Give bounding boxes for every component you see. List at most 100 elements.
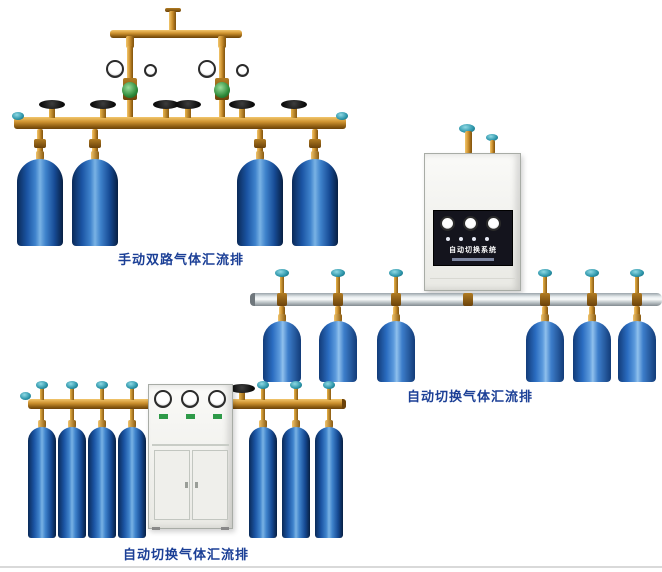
- gas-cylinder: [263, 321, 301, 382]
- cylinder-neck: [36, 151, 44, 160]
- cabinet-gauge: [181, 390, 199, 408]
- valve-stem: [100, 388, 104, 400]
- valve-stem: [590, 276, 594, 293]
- pigtail-connector: [589, 306, 595, 317]
- gas-cylinder: [377, 321, 415, 382]
- cylinder-neck: [633, 314, 641, 322]
- cylinder-neck: [259, 420, 267, 428]
- pipe-coupling: [632, 293, 642, 306]
- valve-stem: [239, 391, 245, 400]
- valve-stem: [394, 276, 398, 293]
- bottom-divider: [0, 566, 662, 568]
- pressure-gauge: [106, 60, 124, 78]
- indicator-light: [472, 237, 476, 241]
- header-elbow-left: [126, 36, 134, 48]
- valve-stem: [280, 276, 284, 293]
- gas-cylinder: [58, 427, 86, 538]
- pipe-end-valve-knob: [336, 112, 348, 120]
- figure-caption: 自动切换气体汇流排: [122, 548, 249, 563]
- door-handle: [185, 482, 188, 488]
- valve-stem: [635, 276, 639, 293]
- cylinder-valve-knob: [538, 269, 552, 277]
- gas-cylinder: [282, 427, 310, 538]
- pipe-end-valve-knob: [20, 392, 31, 400]
- pigtail-connector: [327, 409, 331, 423]
- cylinder-valve-knob: [257, 381, 269, 389]
- valve-stem: [163, 108, 169, 118]
- pigtail-connector: [393, 306, 399, 317]
- cylinder-valve: [309, 139, 321, 148]
- cylinder-neck: [68, 420, 76, 428]
- cabinet-inlet-pipe: [490, 140, 495, 154]
- cylinder-valve-knob: [66, 381, 78, 389]
- cylinder-neck: [325, 420, 333, 428]
- cabinet-panel-text: 自动切换系统: [449, 246, 497, 254]
- door-handle: [195, 482, 198, 488]
- valve-stem: [49, 108, 55, 118]
- pigtail-connector: [279, 306, 285, 317]
- pipe-coupling: [277, 293, 287, 306]
- cylinder-neck: [392, 314, 400, 322]
- valve-stem: [291, 108, 297, 118]
- cylinder-neck: [98, 420, 106, 428]
- regulator-knob: [122, 82, 138, 98]
- valve-knob: [486, 134, 498, 141]
- valve-stem: [261, 388, 265, 400]
- figure-auto-switch-manifold-1: 自动切换系统: [250, 118, 662, 408]
- cylinder-valve: [34, 139, 46, 148]
- gas-cylinder: [292, 159, 338, 246]
- pigtail-connector: [261, 409, 265, 423]
- handwheel-valve: [229, 100, 255, 109]
- handwheel-valve: [175, 100, 201, 109]
- regulator-knob: [214, 82, 230, 98]
- figure-caption: 自动切换气体汇流排: [406, 390, 533, 405]
- pipe-end-cap: [250, 293, 255, 306]
- cabinet-label: [186, 414, 195, 419]
- valve-stem: [40, 388, 44, 400]
- pigtail-connector: [100, 409, 104, 423]
- cabinet-panel-subtext: [452, 258, 494, 261]
- valve-stem: [336, 276, 340, 293]
- cylinder-valve: [254, 139, 266, 148]
- handwheel-valve: [281, 100, 307, 109]
- valve-stem: [100, 108, 106, 118]
- handwheel-valve: [39, 100, 65, 109]
- pipe-coupling: [540, 293, 550, 306]
- pipe-end-valve-knob: [12, 112, 24, 120]
- pigtail-connector: [335, 306, 341, 317]
- pipe-coupling: [587, 293, 597, 306]
- gas-cylinder: [72, 159, 118, 246]
- indicator-light: [446, 237, 450, 241]
- gas-cylinder: [526, 321, 564, 382]
- cabinet-divider: [152, 444, 229, 446]
- outlet-pipe: [169, 11, 176, 32]
- cabinet-label: [213, 414, 222, 419]
- valve-stem: [130, 388, 134, 400]
- pigtail-connector: [130, 409, 134, 423]
- gas-cylinder: [17, 159, 63, 246]
- cylinder-valve: [89, 139, 101, 148]
- indicator-light: [459, 237, 463, 241]
- cabinet-door-left: [154, 450, 190, 520]
- valve-stem: [327, 388, 331, 400]
- cylinder-valve-knob: [630, 269, 644, 277]
- header-elbow-right: [218, 36, 226, 48]
- cabinet-gauge: [154, 390, 172, 408]
- gas-cylinder: [118, 427, 146, 538]
- pipe-coupling: [463, 293, 473, 306]
- cabinet-gauge: [208, 390, 226, 408]
- cabinet-foot: [152, 527, 160, 530]
- cabinet-door-right: [192, 450, 228, 520]
- cabinet-gauge: [463, 216, 478, 231]
- cylinder-valve-knob: [96, 381, 108, 389]
- gas-cylinder: [573, 321, 611, 382]
- cylinder-valve-knob: [331, 269, 345, 277]
- valve-stem: [185, 108, 191, 118]
- cabinet-door-seam: [430, 278, 515, 279]
- cabinet-label: [159, 414, 168, 419]
- pigtail-connector: [70, 409, 74, 423]
- valve-knob: [459, 124, 475, 133]
- cylinder-neck: [256, 151, 264, 160]
- indicator-light: [485, 237, 489, 241]
